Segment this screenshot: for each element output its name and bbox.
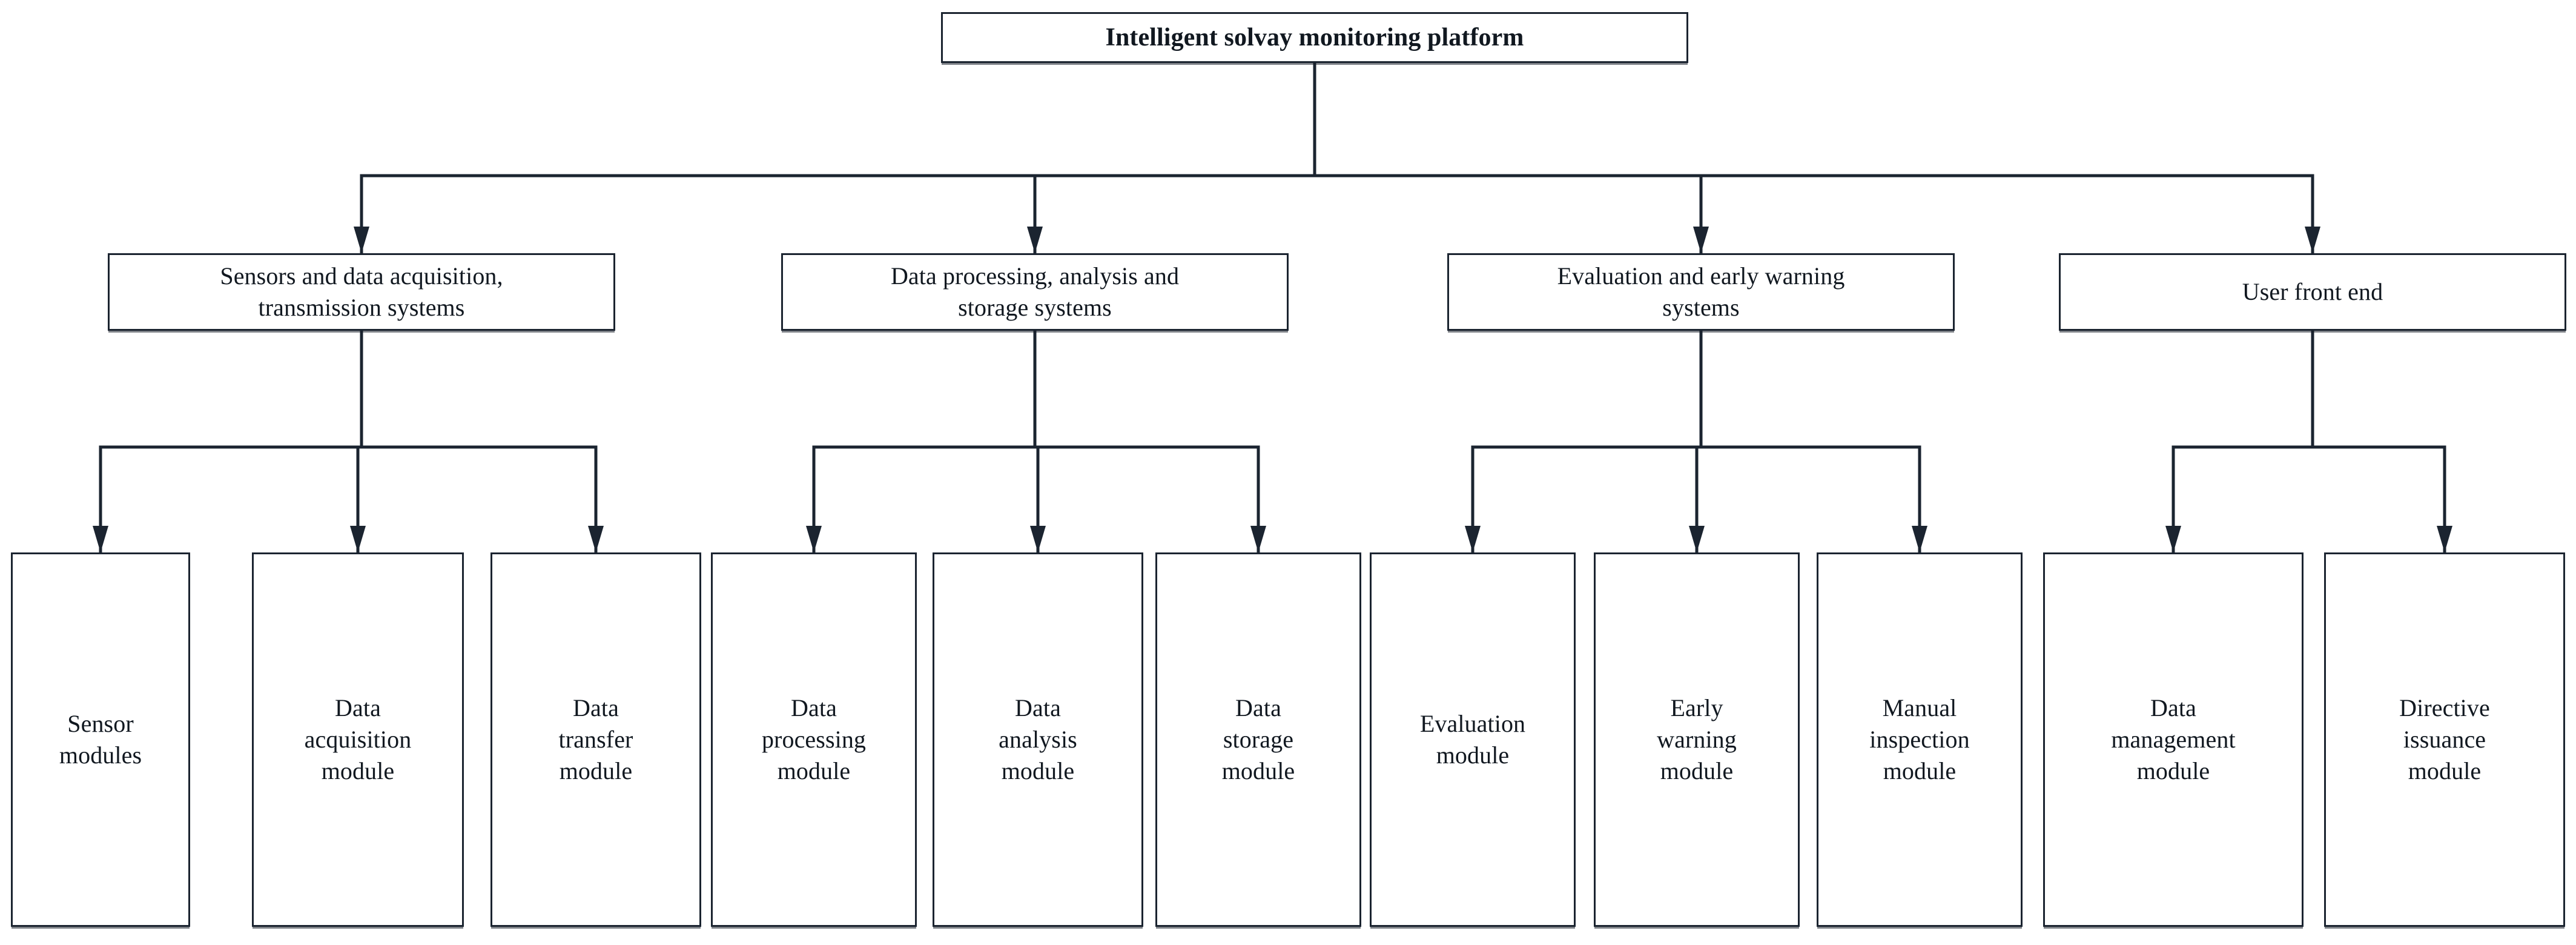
root-node-label: Intelligent solvay monitoring platform	[1105, 23, 1524, 51]
root-node[interactable]: Intelligent solvay monitoring platform	[941, 12, 1688, 63]
leaf-arrow-2-1	[1689, 526, 1705, 552]
leaf-arrow-0-2	[588, 526, 604, 552]
branch-node-user-front-end[interactable]: User front end	[2059, 253, 2566, 331]
leaf-arrow-1-2	[1250, 526, 1266, 552]
leaf-arrow-1-1	[1030, 526, 1046, 552]
leaf-arrow-0-0	[93, 526, 108, 552]
leaf-arrow-3-1	[2437, 526, 2452, 552]
leaf-arrow-3-0	[2165, 526, 2181, 552]
branch-node-sensors-and-data-acquisition-transmission-systems[interactable]: Sensors and data acquisition,transmissio…	[108, 253, 615, 331]
branch-arrow-1	[1027, 227, 1043, 253]
leaf-arrow-2-2	[1912, 526, 1927, 552]
branch-arrow-3	[2305, 227, 2320, 253]
leaf-arrow-2-0	[1465, 526, 1481, 552]
leaf-arrow-1-0	[806, 526, 822, 552]
branch-node-user-front-end-label: User front end	[2242, 278, 2383, 305]
leaf-arrow-0-1	[350, 526, 366, 552]
branch-node-sensors-and-data-acquisition-transmission-systems-label: Sensors and data acquisition,transmissio…	[220, 262, 503, 321]
branch-arrow-2	[1693, 227, 1709, 253]
branch-arrow-0	[354, 227, 369, 253]
